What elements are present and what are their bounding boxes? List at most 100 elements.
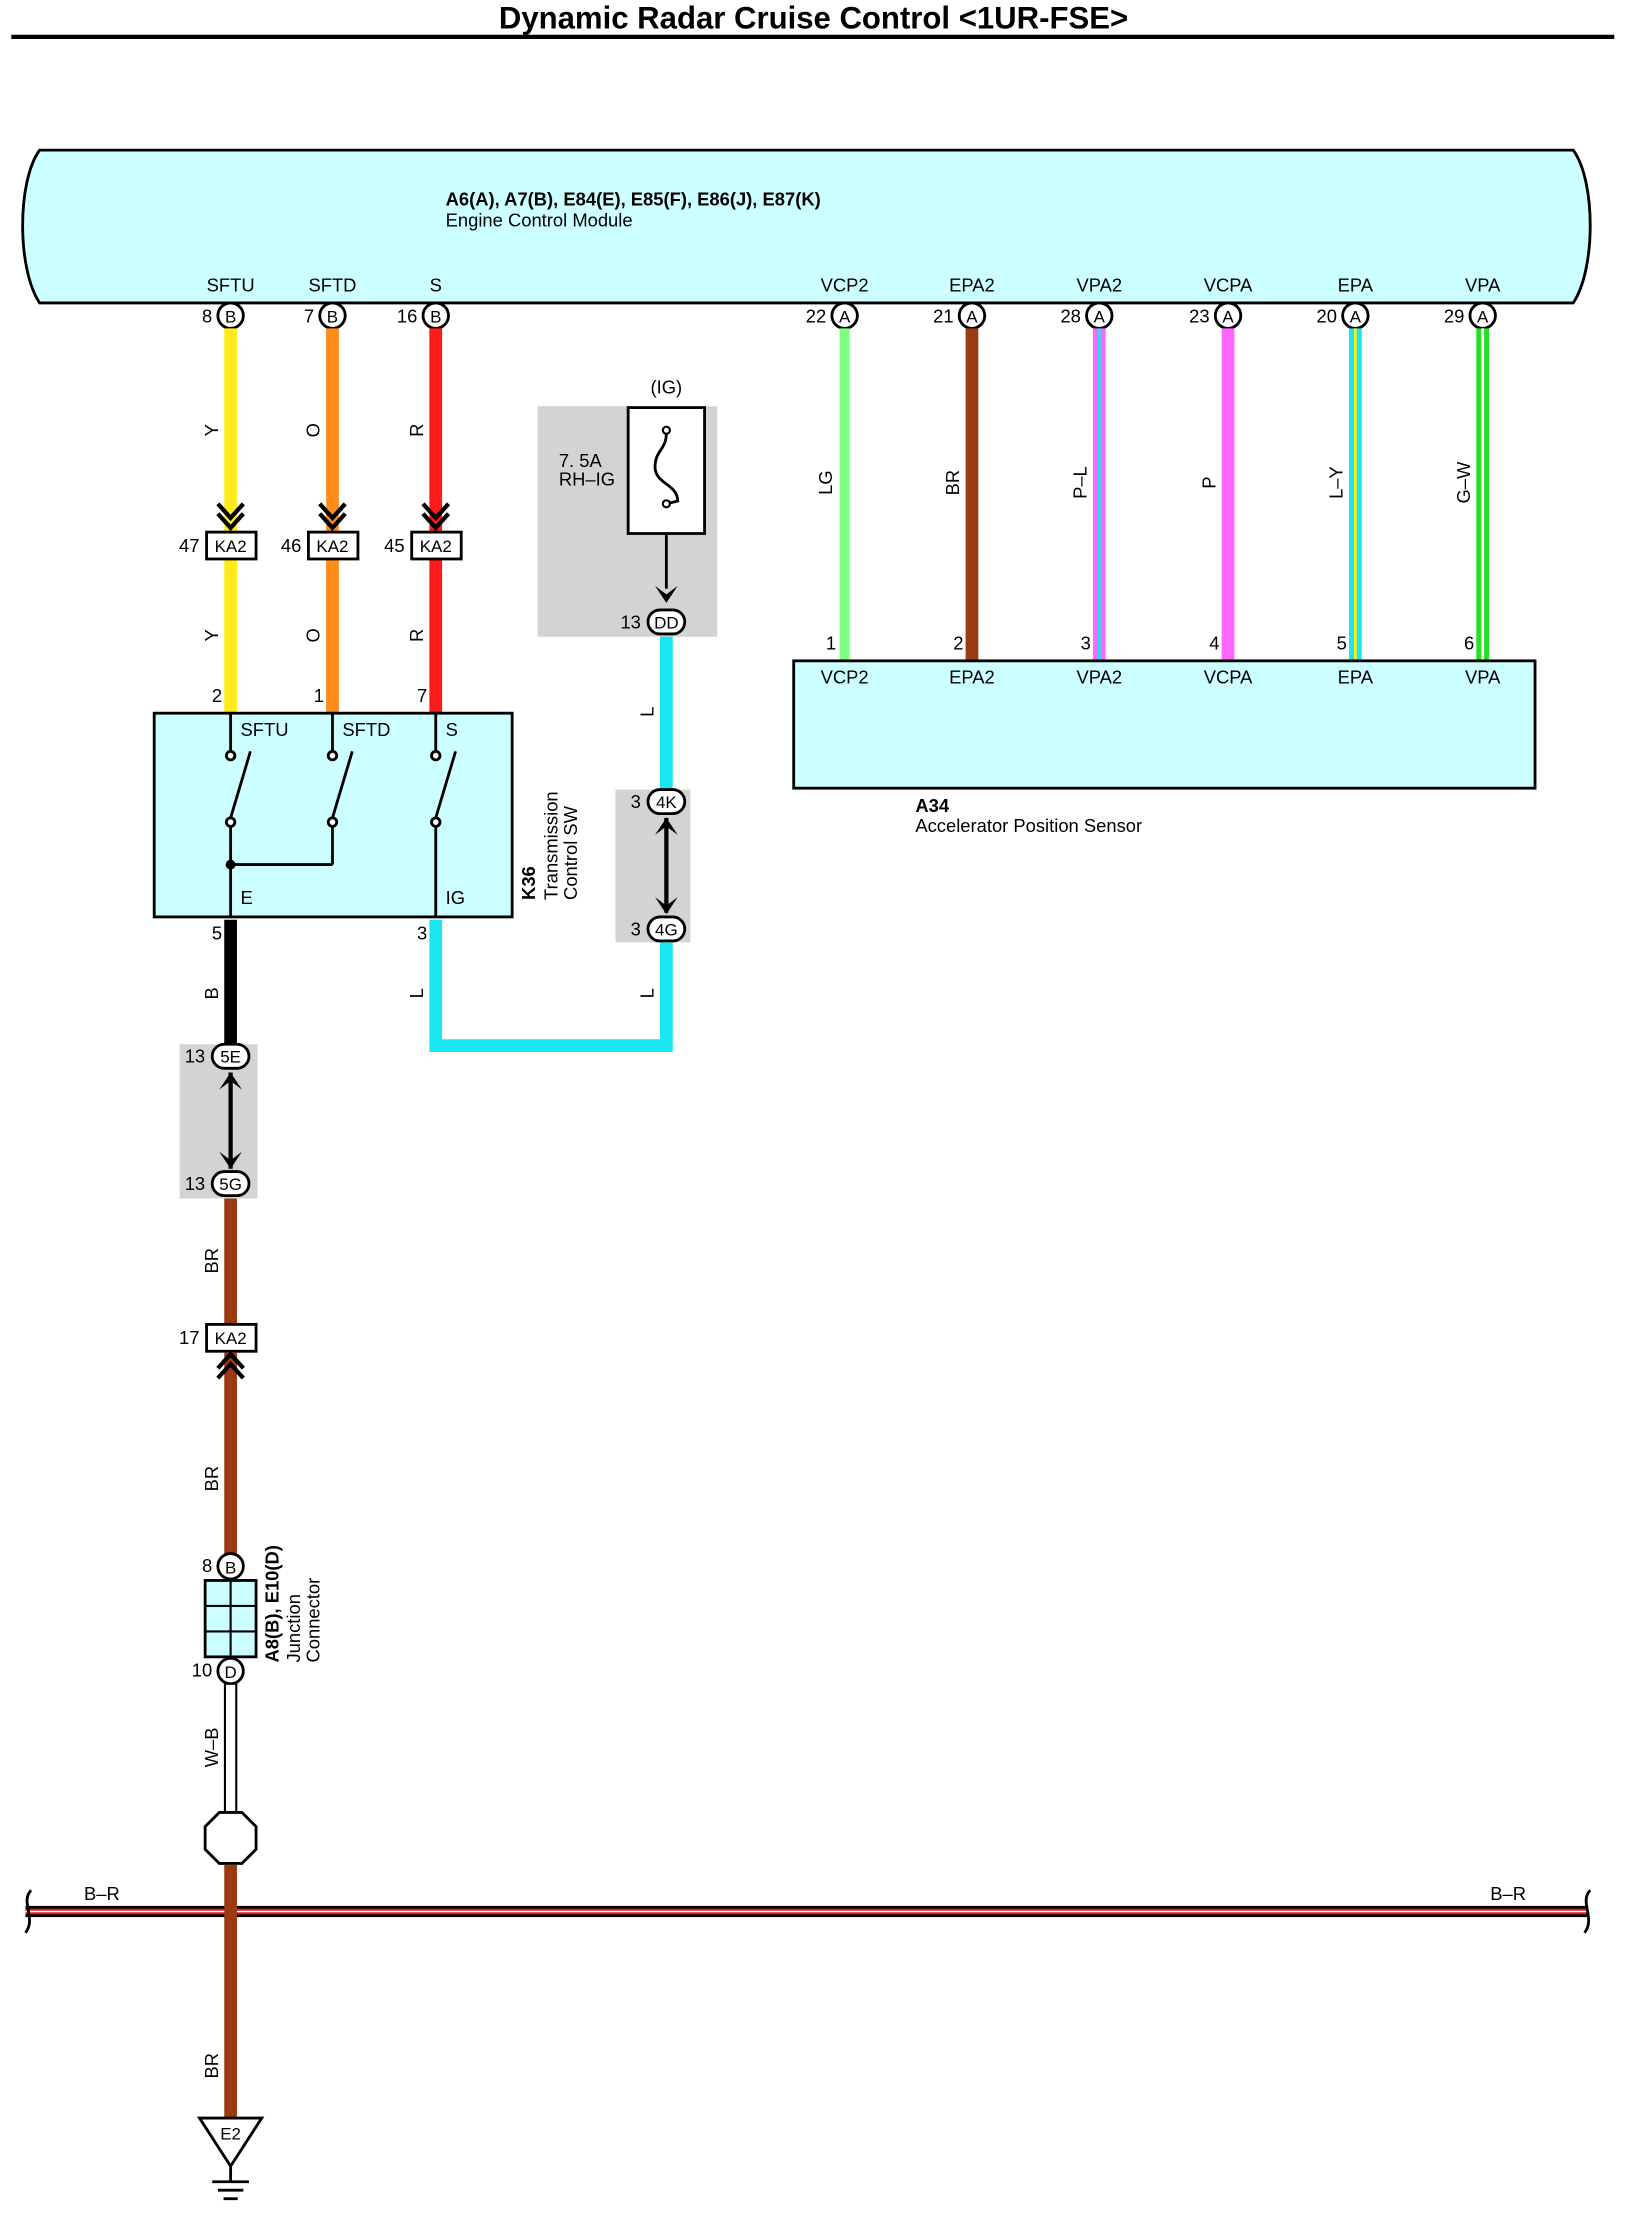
- connector-label: 4G: [655, 920, 678, 939]
- ka2-pin: 45: [384, 535, 404, 556]
- fuse-group-label: (IG): [651, 376, 683, 397]
- switch-contact-sftd: [225, 713, 354, 870]
- wire-color-label: L: [637, 707, 658, 717]
- sensor-pin-number: 5: [1337, 633, 1347, 654]
- switch-pin-number: 1: [314, 685, 324, 706]
- wire-color-label: L–Y: [1326, 466, 1347, 499]
- fuse-name: RH–IG: [559, 468, 615, 489]
- connector-pin: 10: [192, 1660, 212, 1681]
- ecm-pin-label: VCPA: [1204, 275, 1253, 296]
- switch-contact-sftu: [224, 713, 252, 917]
- sensor-pin-number: 4: [1209, 633, 1219, 654]
- connector-pin: 3: [631, 918, 641, 939]
- ka2-connector: KA2 47: [179, 530, 258, 561]
- bus-color-label: B–R: [84, 1883, 120, 1904]
- sensor-terminal: VCP2: [821, 666, 869, 687]
- wire-color-label: P–L: [1070, 466, 1091, 499]
- ecm-box: [21, 148, 1592, 305]
- ka2-pin: 17: [179, 1327, 199, 1348]
- junction-name: Connector: [303, 1578, 324, 1663]
- ka2-connector: KA2 45: [384, 530, 463, 561]
- ka2-label: KA2: [215, 1329, 247, 1348]
- ecm-pin-epa2: EPA2 21 A: [933, 275, 995, 330]
- connector-label: 4K: [656, 793, 677, 812]
- ecm-pin-label: VPA: [1465, 275, 1501, 296]
- ka2-box: [205, 1322, 258, 1353]
- dd-label: DD: [654, 613, 679, 632]
- sensor-pin-number: 2: [953, 633, 963, 654]
- ground-triangle: [196, 2116, 265, 2169]
- ecm-pin-number: 22: [806, 306, 826, 327]
- fuse-terminal: [661, 425, 671, 435]
- wire-color-label: BR: [201, 2053, 222, 2079]
- chevron-up-icon: [216, 1350, 245, 1380]
- ecm-pin-number: 29: [1444, 306, 1464, 327]
- connector-oval: [646, 915, 687, 943]
- sensor-terminal: VPA2: [1076, 666, 1122, 687]
- arrow-down-icon: [655, 897, 678, 915]
- wire-color-label: W–B: [201, 1727, 222, 1767]
- connector-4k: 4K 3: [631, 788, 687, 816]
- ka2-connector: KA2 17: [179, 1322, 258, 1353]
- wire-l-lower: [429, 919, 673, 1053]
- dd-connector: DD 13: [620, 608, 687, 636]
- dd-pin: 13: [620, 611, 640, 632]
- ecm-codes: A6(A), A7(B), E84(E), E85(F), E86(J), E8…: [446, 188, 821, 209]
- sensor-pin-number: 6: [1464, 633, 1474, 654]
- ground-icon: [212, 2166, 250, 2201]
- ecm-pin-s: S 16 B: [397, 275, 450, 330]
- dd-oval: [646, 608, 687, 636]
- connector-letter: D: [224, 1663, 236, 1682]
- ka2-box: [410, 530, 463, 561]
- wire-w-b: [223, 1682, 238, 1815]
- wire-color-label: Y: [201, 424, 222, 436]
- wire-color-label: R: [406, 424, 427, 437]
- connector-label: 5G: [219, 1175, 242, 1194]
- ecm-pin-label: SFTU: [207, 275, 255, 296]
- fuse-terminal: [661, 499, 671, 509]
- ecm-pin-number: 16: [397, 306, 417, 327]
- ecm-pin-label: S: [430, 275, 442, 296]
- ecm-pin-number: 28: [1060, 306, 1080, 327]
- ground-label: E2: [220, 2124, 241, 2143]
- connector-5g: 5G 13: [185, 1170, 251, 1198]
- ecm-pin-number: 8: [202, 306, 212, 327]
- connector-letter: B: [430, 308, 441, 327]
- connector-oval: [210, 1042, 251, 1070]
- connector-letter: A: [966, 308, 978, 327]
- sensor-name: Accelerator Position Sensor: [915, 815, 1142, 836]
- ka2-label: KA2: [215, 537, 247, 556]
- ka2-box: [307, 530, 360, 561]
- ka2-pin: 47: [179, 535, 199, 556]
- connector-letter: A: [1477, 308, 1489, 327]
- wire-color-label: BR: [201, 1248, 222, 1274]
- bus-color-label: B–R: [1490, 1883, 1526, 1904]
- sensor-terminal: VPA: [1465, 666, 1501, 687]
- sensor-terminal: VCPA: [1204, 666, 1253, 687]
- connector-letter: A: [1094, 308, 1106, 327]
- connector-oval: [210, 1170, 251, 1198]
- switch-code: K36: [518, 866, 539, 900]
- wire-color-label: R: [406, 629, 427, 642]
- connector-letter: B: [327, 308, 338, 327]
- junction-code: A8(B), E10(D): [262, 1545, 283, 1662]
- arrow-up-icon: [219, 1072, 242, 1090]
- ecm-pin-label: SFTD: [308, 275, 356, 296]
- chevron-down-icon: [318, 502, 347, 532]
- wire-color-label: O: [303, 423, 324, 437]
- connector-pin: 13: [185, 1173, 205, 1194]
- arrow-down-icon: [655, 585, 678, 603]
- switch-terminal-ig: IG: [446, 887, 465, 908]
- bus-break-right: [1583, 1889, 1592, 1934]
- ecm-name: Engine Control Module: [446, 210, 633, 231]
- wire-color-label: LG: [815, 470, 836, 495]
- ecm-pin-vpa: VPA 29 A: [1444, 275, 1501, 330]
- connector-letter: B: [225, 1558, 236, 1577]
- wire-color-label: G–W: [1453, 461, 1474, 504]
- connector-pin: 3: [631, 791, 641, 812]
- ka2-label: KA2: [420, 537, 452, 556]
- ecm-pin-number: 21: [933, 306, 953, 327]
- ecm-pin-label: EPA2: [949, 275, 995, 296]
- switch-terminal-sftu: SFTU: [241, 719, 289, 740]
